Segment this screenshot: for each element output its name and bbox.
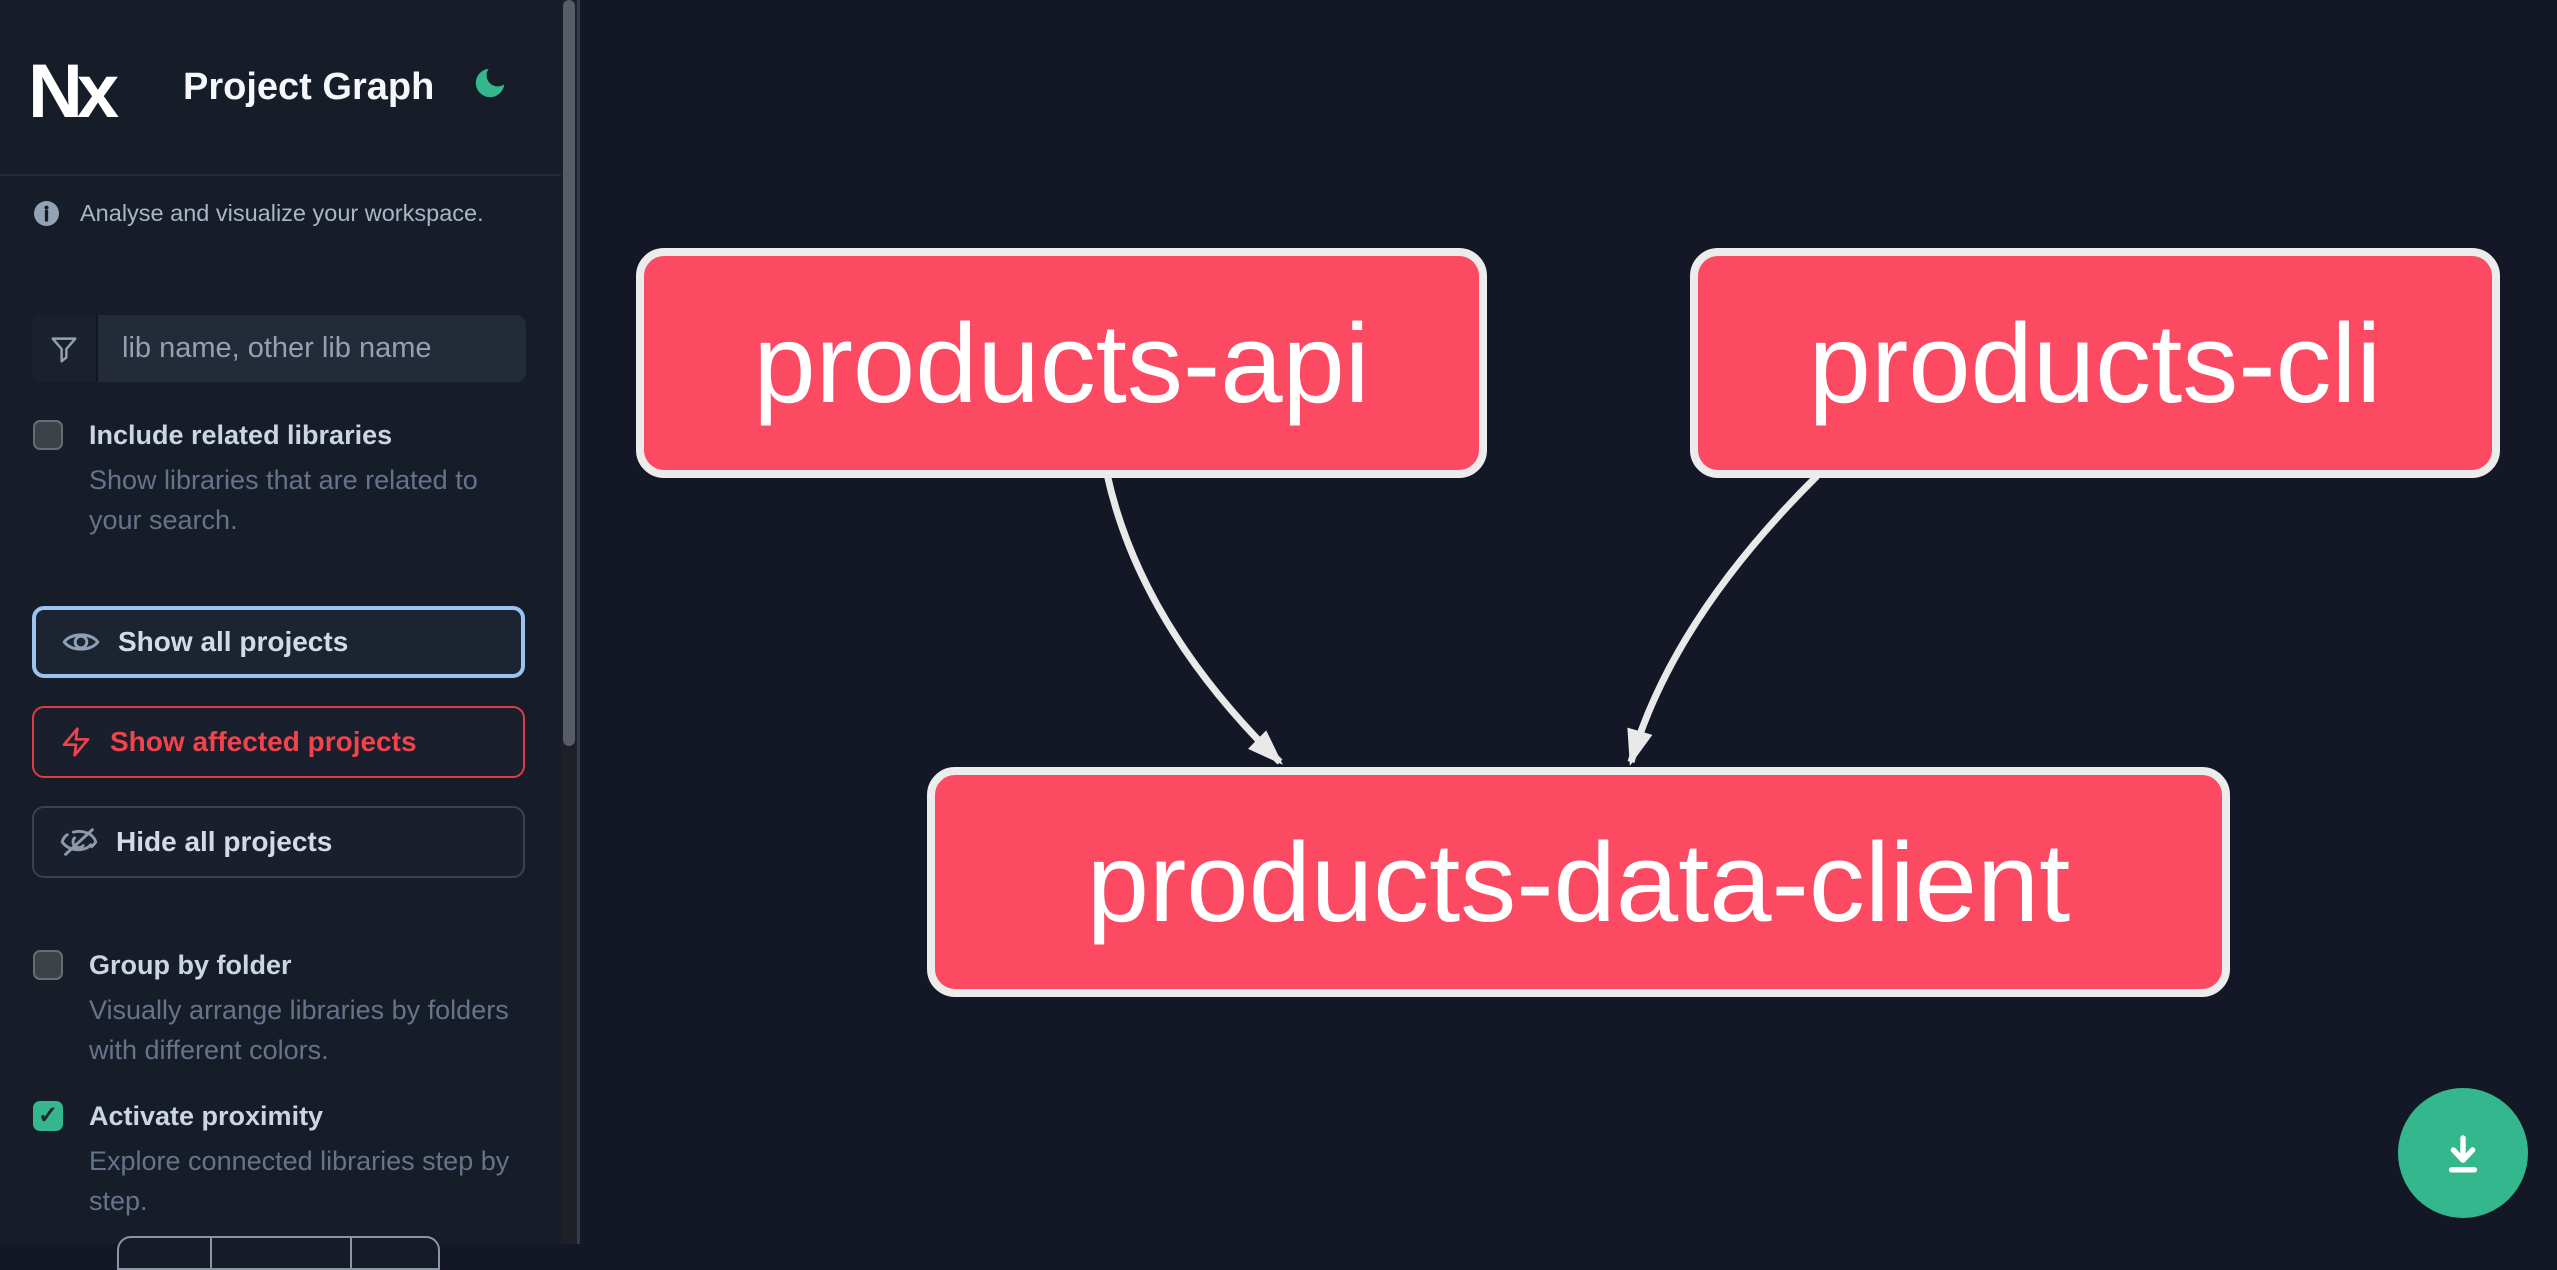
zap-icon [60,725,92,759]
button-label: Show all projects [118,626,348,658]
moon-icon [471,64,509,102]
group-by-folder-checkbox[interactable]: ✓ [33,950,63,980]
checkbox-label[interactable]: Activate proximity [89,1099,534,1133]
info-icon [33,200,60,227]
eye-off-icon [60,826,98,858]
checkbox-row-include-related: ✓ Include related libraries Show librari… [33,418,503,540]
scrollbar-thumb[interactable] [563,0,575,746]
depth-segment[interactable] [212,1238,352,1268]
include-related-checkbox[interactable]: ✓ [33,420,63,450]
button-label: Show affected projects [110,726,417,758]
button-label: Hide all projects [116,826,332,858]
graph-node-products-data-client[interactable]: products-data-client [927,767,2230,997]
depth-segment[interactable] [119,1238,212,1268]
graph-canvas[interactable] [580,0,2557,1244]
checkbox-row-activate-proximity: ✓ Activate proximity Explore connected l… [33,1099,503,1221]
nx-logo: Nx [28,48,113,135]
graph-node-products-api[interactable]: products-api [636,248,1487,478]
info-text: Analyse and visualize your workspace. [80,200,484,227]
checkbox-description: Explore connected libraries step by step… [89,1141,534,1221]
check-icon: ✓ [38,1104,58,1128]
download-icon [2424,1114,2502,1192]
page-title: Project Graph [183,66,434,109]
proximity-depth-control[interactable] [117,1236,440,1270]
theme-toggle-button[interactable] [470,64,510,104]
show-all-projects-button[interactable]: Show all projects [32,606,525,678]
search-input[interactable] [98,315,526,382]
show-affected-projects-button[interactable]: Show affected projects [32,706,525,778]
checkbox-label[interactable]: Include related libraries [89,418,534,452]
funnel-icon [32,315,98,382]
activate-proximity-checkbox[interactable]: ✓ [33,1101,63,1131]
graph-node-products-cli[interactable]: products-cli [1690,248,2500,478]
checkbox-description: Visually arrange libraries by folders wi… [89,990,534,1070]
workspace-info: Analyse and visualize your workspace. [33,200,484,227]
sidebar-header: Nx Project Graph [0,0,577,176]
hide-all-projects-button[interactable]: Hide all projects [32,806,525,878]
checkbox-description: Show libraries that are related to your … [89,460,534,540]
save-image-button[interactable] [2398,1088,2528,1218]
eye-icon [62,627,100,657]
depth-segment[interactable] [352,1238,438,1268]
checkbox-row-group-by-folder: ✓ Group by folder Visually arrange libra… [33,948,503,1070]
checkbox-label[interactable]: Group by folder [89,948,534,982]
sidebar: Nx Project Graph Analyse and visualize y… [0,0,580,1244]
filter-search-box [32,315,526,382]
sidebar-scrollbar[interactable] [561,0,577,1244]
